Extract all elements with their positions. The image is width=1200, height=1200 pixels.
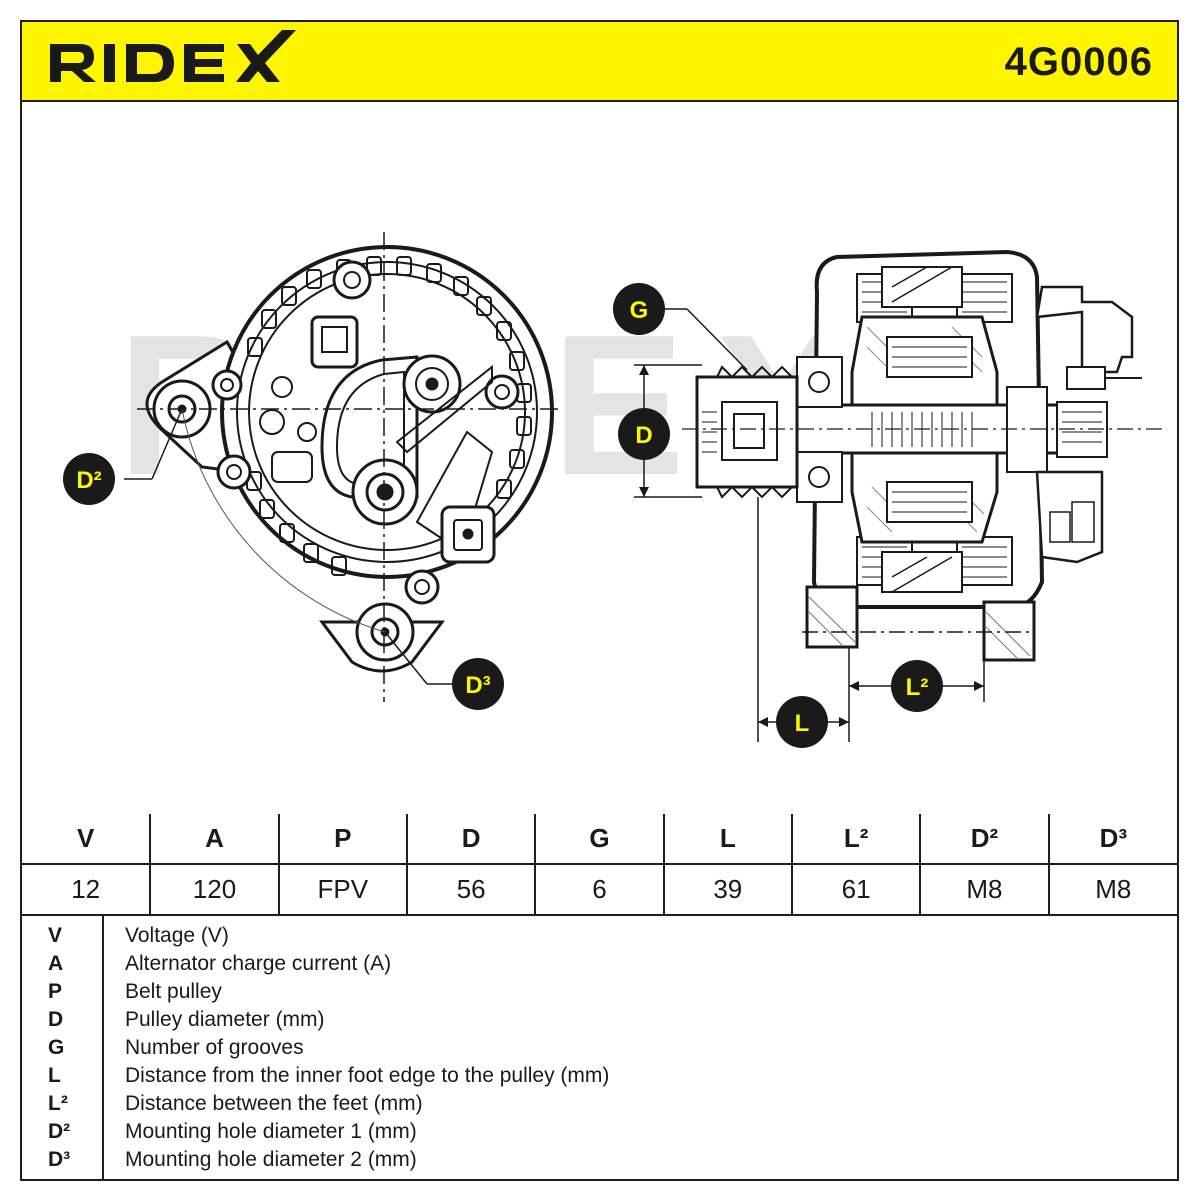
ridex-logo xyxy=(50,30,297,82)
spec-value-cell: 6 xyxy=(534,863,665,916)
legend-key: L² xyxy=(48,1092,68,1115)
legend-description: Mounting hole diameter 2 (mm) xyxy=(125,1148,417,1171)
svg-text:D³: D³ xyxy=(465,672,490,699)
legend-key: D² xyxy=(48,1120,71,1143)
spec-value-cell: M8 xyxy=(919,863,1050,916)
spec-value-cell: 56 xyxy=(405,863,537,916)
legend-description: Distance from the inner foot edge to the… xyxy=(125,1064,610,1087)
callout-l: L xyxy=(776,696,828,748)
legend-key: G xyxy=(48,1036,65,1059)
spec-value-cell: 12 xyxy=(22,863,152,916)
spec-header-cell: D³ xyxy=(1047,814,1177,865)
header-bar: 4G0006 xyxy=(22,22,1177,102)
spec-value-cell: M8 xyxy=(1047,863,1177,916)
callout-l2: L² xyxy=(891,660,943,712)
legend-row: L² Distance between the feet (mm) xyxy=(22,1090,1177,1118)
callout-g: G xyxy=(613,283,748,371)
legend-row: D² Mounting hole diameter 1 (mm) xyxy=(22,1118,1177,1146)
spec-table: V A P D G L L² D² D³ 12 120 FPV 56 6 39 … xyxy=(22,814,1177,916)
svg-text:G: G xyxy=(630,297,649,324)
spec-value-row: 12 120 FPV 56 6 39 61 M8 M8 xyxy=(22,863,1177,916)
legend-row: D³ Mounting hole diameter 2 (mm) xyxy=(22,1146,1177,1174)
legend-description: Voltage (V) xyxy=(125,924,229,947)
legend-description: Pulley diameter (mm) xyxy=(125,1008,325,1031)
spec-value-cell: FPV xyxy=(277,863,408,916)
spec-header-cell: G xyxy=(534,814,665,865)
legend-key: P xyxy=(48,980,63,1003)
legend-key: A xyxy=(48,952,64,975)
legend-description: Number of grooves xyxy=(125,1036,304,1059)
spec-header-cell: L² xyxy=(790,814,922,865)
spec-value-cell: 61 xyxy=(790,863,922,916)
svg-text:D: D xyxy=(635,422,652,449)
svg-text:L²: L² xyxy=(906,674,929,701)
legend-key: D³ xyxy=(48,1148,71,1171)
callout-d3: D³ xyxy=(384,631,504,710)
legend: V Voltage (V) A Alternator charge curren… xyxy=(22,916,1177,1179)
legend-row: L Distance from the inner foot edge to t… xyxy=(22,1062,1177,1090)
svg-text:L: L xyxy=(795,710,810,737)
spec-header-cell: D xyxy=(405,814,537,865)
legend-description: Distance between the feet (mm) xyxy=(125,1092,423,1115)
legend-row: A Alternator charge current (A) xyxy=(22,950,1177,978)
legend-description: Alternator charge current (A) xyxy=(125,952,392,975)
spec-value-cell: 120 xyxy=(149,863,280,916)
spec-header-row: V A P D G L L² D² D³ xyxy=(22,814,1177,865)
product-sheet: 4G0006 RIDEX xyxy=(20,20,1179,1181)
callout-d2: D² xyxy=(63,408,183,505)
legend-row: V Voltage (V) xyxy=(22,922,1177,950)
spec-value-cell: 39 xyxy=(662,863,793,916)
legend-key: L xyxy=(48,1064,61,1087)
spec-header-cell: V xyxy=(22,814,152,865)
legend-key: D xyxy=(48,1008,64,1031)
legend-description: Mounting hole diameter 1 (mm) xyxy=(125,1120,417,1143)
legend-row: G Number of grooves xyxy=(22,1034,1177,1062)
legend-row: P Belt pulley xyxy=(22,978,1177,1006)
spec-header-cell: A xyxy=(149,814,280,865)
spec-header-cell: L xyxy=(662,814,793,865)
svg-text:D²: D² xyxy=(76,467,101,494)
legend-divider xyxy=(102,916,104,1179)
technical-drawing: RIDEX xyxy=(22,102,1177,814)
legend-row: D Pulley diameter (mm) xyxy=(22,1006,1177,1034)
spec-header-cell: D² xyxy=(919,814,1050,865)
legend-key: V xyxy=(48,924,63,947)
callout-d: D xyxy=(618,408,670,460)
alternator-side-view xyxy=(634,249,1162,742)
legend-description: Belt pulley xyxy=(125,980,222,1003)
part-number: 4G0006 xyxy=(1004,40,1153,84)
spec-header-cell: P xyxy=(277,814,408,865)
